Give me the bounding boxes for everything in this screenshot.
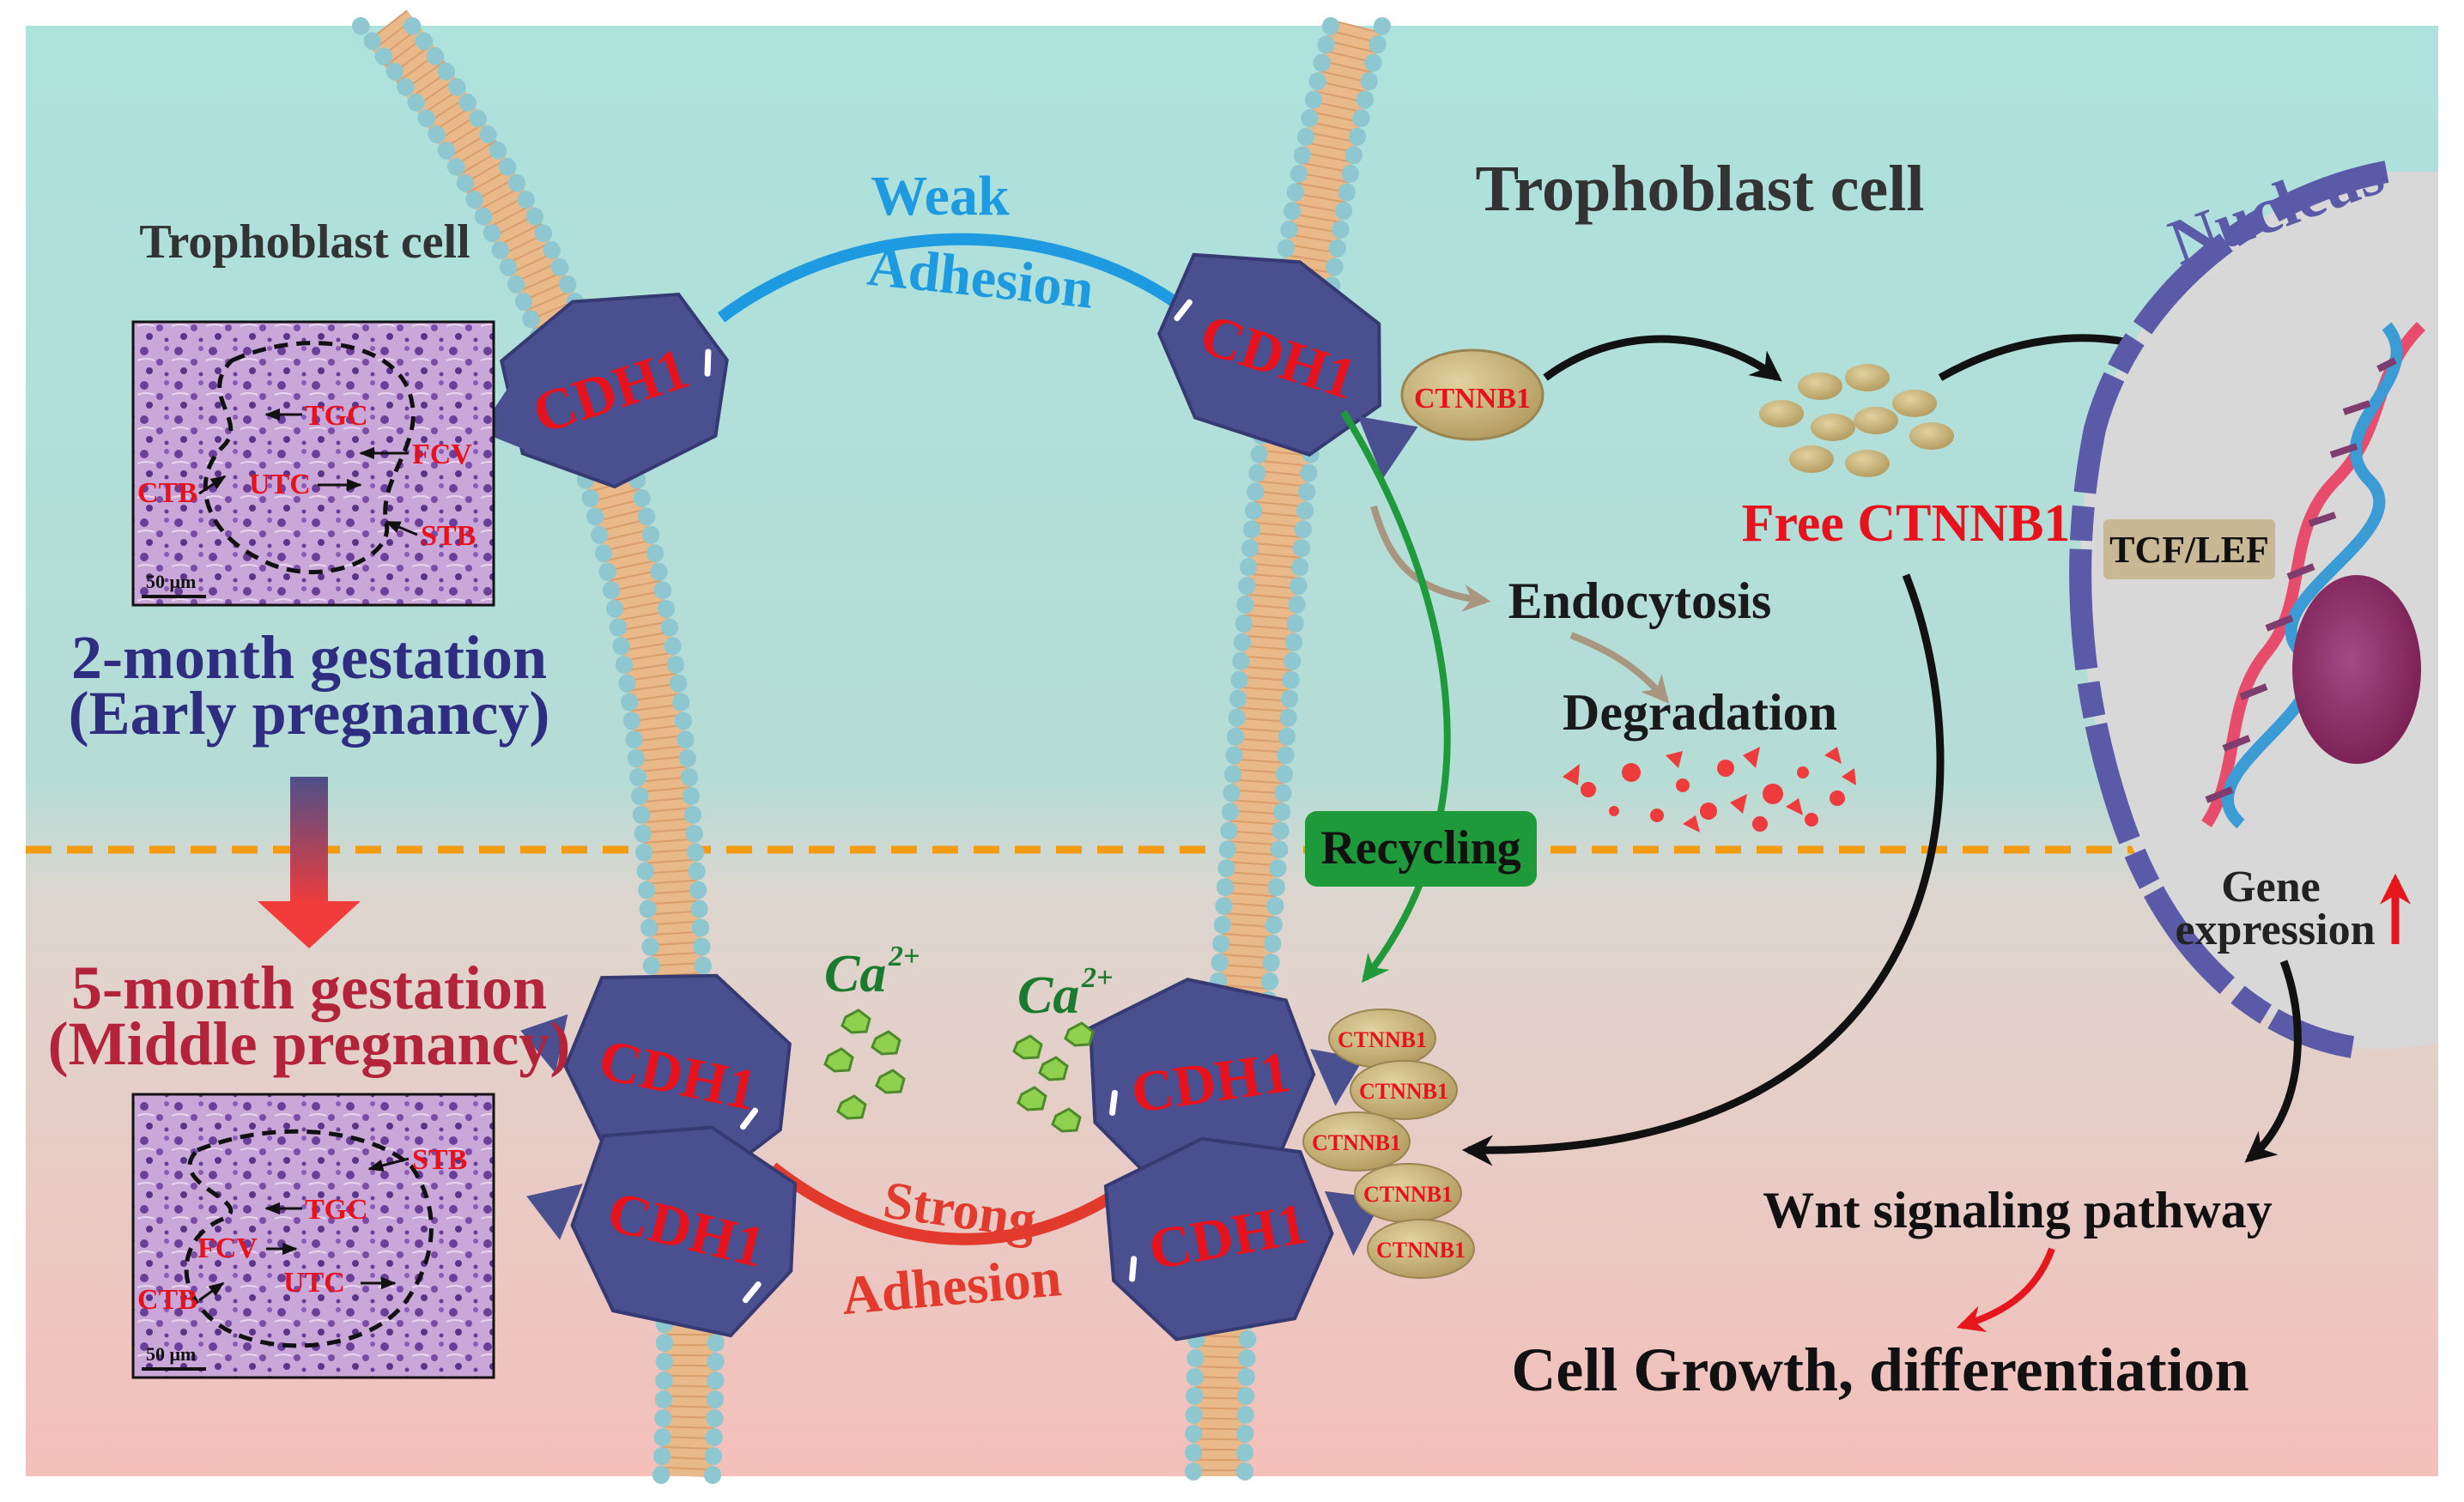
svg-text:CTB: CTB (137, 1284, 197, 1316)
early-stage-label: (Early pregnancy) (69, 679, 550, 748)
endocytosis-arrow (1370, 505, 1491, 612)
ctnnb1-stack-bottom: CTNNB1 CTNNB1 CTNNB1 CTNNB1 CTNNB1 (1302, 1008, 1475, 1279)
recycling-label: Recycling (1320, 821, 1520, 875)
wnt-to-growth-arrow (1956, 1247, 2055, 1333)
svg-text:CTNNB1: CTNNB1 (1338, 1027, 1427, 1052)
svg-text:50 μm: 50 μm (146, 571, 196, 592)
free-ctnnb1-label: Free CTNNB1 (1742, 494, 2071, 553)
wnt-label: Wnt signaling pathway (1763, 1182, 2273, 1239)
degradation-fragments (1563, 747, 1856, 833)
expression-label: expression (2175, 905, 2375, 954)
trophoblast-label-left: Trophoblast cell (139, 215, 470, 269)
svg-text:TGC: TGC (305, 400, 368, 432)
middle-gestation-label: 5-month gestation (71, 954, 547, 1022)
cdh1-top-right: CDH1 (1157, 252, 1418, 479)
micrograph-middle: STB TGC FCV CTB UTC 50 μm (131, 1093, 495, 1379)
svg-text:UTC: UTC (249, 469, 311, 500)
ctnnb1-bound-top: CTNNB1 (1400, 348, 1545, 441)
svg-text:STB: STB (421, 520, 476, 552)
svg-text:2+: 2+ (1081, 962, 1113, 994)
degradation-label: Degradation (1563, 684, 1837, 741)
svg-text:2+: 2+ (888, 941, 919, 972)
micrograph-early: TGC FCV CTB UTC STB 50 μm (131, 320, 495, 607)
svg-text:Ca: Ca (1017, 966, 1079, 1025)
cdh1-bottom-right-upper: CDH1 (1088, 978, 1364, 1185)
svg-text:UTC: UTC (283, 1267, 345, 1299)
svg-text:FCV: FCV (197, 1232, 258, 1264)
svg-text:TGC: TGC (305, 1194, 368, 1226)
release-arrow (1543, 335, 1782, 382)
svg-text:STB: STB (412, 1144, 467, 1176)
gene-label: Gene (2221, 863, 2321, 911)
middle-stage-label: (Middle pregnancy) (48, 1009, 571, 1078)
early-gestation-label: 2-month gestation (71, 623, 547, 692)
trophoblast-label-right: Trophoblast cell (1476, 153, 1925, 225)
dna-helix (2201, 322, 2425, 829)
calcium-right: Ca 2+ (1012, 962, 1113, 1133)
growth-label: Cell Growth, differentiation (1511, 1335, 2249, 1404)
progression-arrow (258, 777, 361, 948)
svg-text:CTNNB1: CTNNB1 (1376, 1238, 1466, 1263)
nucleus (2069, 160, 2438, 1058)
svg-text:50 μm: 50 μm (146, 1343, 196, 1365)
tcf-lef-box (2103, 519, 2275, 579)
nucleolus (2292, 575, 2421, 764)
svg-text:Ca: Ca (824, 945, 886, 1003)
strong-adhesion-arc (768, 1162, 1146, 1245)
svg-text:CTNNB1: CTNNB1 (1363, 1182, 1453, 1207)
tcf-lef-label: TCF/LEF (2109, 529, 2269, 571)
svg-text:FCV: FCV (412, 439, 472, 470)
svg-text:CTNNB1: CTNNB1 (1414, 383, 1531, 415)
recycling-badge (1305, 811, 1537, 887)
cdh1-bottom-left-lower: CDH1 (526, 1125, 798, 1338)
calcium-left: Ca 2+ (823, 941, 919, 1120)
endocytosis-label: Endocytosis (1508, 572, 1772, 629)
degradation-arrow (1569, 632, 1670, 704)
weak-label: Weak (871, 165, 1010, 227)
cdh1-bottom-left-upper: CDH1 (520, 973, 792, 1180)
svg-text:CTB: CTB (137, 477, 197, 509)
recycling-arrow (1340, 409, 1451, 984)
weak-adhesion-arc (717, 233, 1189, 323)
gene-to-wnt-arrow (2244, 960, 2302, 1163)
svg-text:CTNNB1: CTNNB1 (1312, 1130, 1401, 1155)
rebinding-arrow (1461, 573, 1945, 1166)
cdh1-top-left: CDH1 (479, 292, 729, 489)
free-ctnnb1-cluster (1759, 364, 1954, 477)
svg-text:CTNNB1: CTNNB1 (1359, 1079, 1448, 1104)
